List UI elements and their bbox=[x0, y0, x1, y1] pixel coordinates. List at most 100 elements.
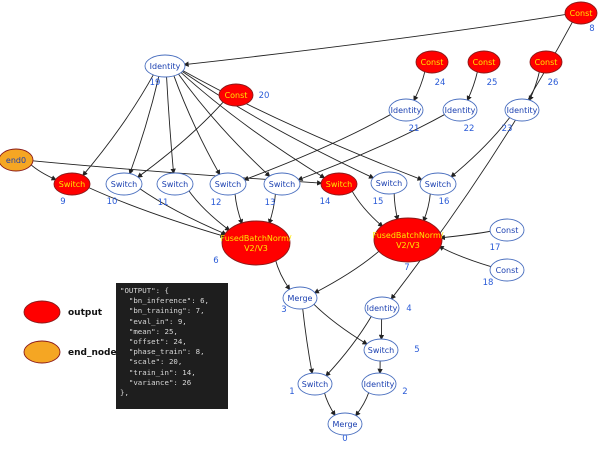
node-label: Const bbox=[225, 91, 248, 100]
node-shape bbox=[263, 172, 301, 196]
node-label: Const bbox=[473, 58, 496, 67]
code-line: "bn_training": 7, bbox=[120, 306, 205, 316]
node-label: end0 bbox=[6, 156, 26, 165]
node-label: Switch bbox=[111, 180, 137, 189]
node-shape bbox=[564, 1, 598, 25]
edges-layer bbox=[29, 13, 574, 417]
code-line: "phase_train": 8, bbox=[120, 347, 205, 357]
node-shape bbox=[361, 372, 397, 396]
node-index: 8 bbox=[589, 24, 594, 34]
edge-identity19-to-switch14 bbox=[179, 71, 326, 179]
node-label: Const bbox=[496, 226, 519, 235]
edge-switch15-to-fbn7 bbox=[393, 192, 400, 221]
node-switch16[interactable]: Switch 16 bbox=[419, 172, 457, 207]
node-const25[interactable]: Const 25 bbox=[467, 50, 501, 88]
edge-switch9-to-fbn6 bbox=[87, 186, 226, 238]
node-shape bbox=[144, 54, 186, 78]
node-index: 1 bbox=[289, 387, 294, 397]
node-shape bbox=[209, 172, 247, 196]
node-index: 25 bbox=[487, 78, 498, 88]
edge-const26-to-identity23 bbox=[528, 70, 541, 102]
edge-switch13-to-fbn6 bbox=[268, 193, 276, 225]
node-label: Identity bbox=[391, 106, 422, 115]
node-switch13[interactable]: Switch 13 bbox=[263, 172, 301, 208]
node-switch15[interactable]: Switch 15 bbox=[370, 171, 408, 207]
node-index: 12 bbox=[211, 198, 222, 208]
node-label: Switch bbox=[376, 179, 402, 188]
node-label: Switch bbox=[302, 380, 328, 389]
node-shape bbox=[529, 50, 563, 74]
node-shape bbox=[0, 148, 34, 172]
node-shape bbox=[489, 258, 525, 282]
edge-merge3-to-switch5 bbox=[312, 302, 368, 345]
node-shape bbox=[370, 171, 408, 195]
node-shape bbox=[504, 98, 540, 122]
edge-identity23-to-switch16 bbox=[450, 116, 511, 178]
node-shape bbox=[53, 172, 91, 196]
node-fbn6[interactable]: FusedBatchNorm/V2/V36 bbox=[213, 220, 292, 266]
edge-const18-to-fbn7 bbox=[438, 245, 493, 268]
edge-switch11-to-fbn6 bbox=[187, 189, 231, 232]
code-line: "scale": 20, bbox=[120, 357, 183, 367]
edge-identity19-to-switch15 bbox=[180, 70, 375, 179]
code-line: "mean": 25, bbox=[120, 326, 178, 336]
code-line: "bn_inference": 6, bbox=[120, 296, 209, 306]
legend-item-end-node: end_node bbox=[23, 340, 117, 364]
node-index: 21 bbox=[409, 124, 420, 134]
edge-const25-to-identity22 bbox=[466, 70, 479, 102]
node-index: 26 bbox=[548, 78, 559, 88]
node-index: 9 bbox=[60, 197, 65, 207]
edge-switch12-to-fbn6 bbox=[234, 192, 244, 225]
node-index: 13 bbox=[265, 198, 276, 208]
node-label: FusedBatchNorm/V2/V3 bbox=[221, 234, 292, 253]
edge-switch14-to-fbn7 bbox=[351, 189, 384, 228]
edge-identity19-to-switch13 bbox=[177, 72, 271, 177]
node-index: 24 bbox=[435, 78, 446, 88]
node-index: 16 bbox=[439, 197, 450, 207]
node-index: 18 bbox=[483, 278, 494, 288]
node-label: Switch bbox=[425, 180, 451, 189]
node-label: Switch bbox=[368, 346, 394, 355]
edge-const24-to-identity21 bbox=[413, 70, 426, 102]
node-label: Identity bbox=[507, 106, 538, 115]
edge-identity21-to-switch12 bbox=[243, 113, 393, 181]
node-shape bbox=[364, 296, 400, 320]
node-index: 15 bbox=[373, 197, 384, 207]
node-index: 17 bbox=[490, 243, 501, 253]
legend-swatch bbox=[23, 300, 61, 324]
node-const17[interactable]: Const 17 bbox=[489, 218, 525, 253]
node-switch1[interactable]: Switch 1 bbox=[289, 372, 333, 397]
node-shape bbox=[327, 412, 363, 436]
node-fbn7[interactable]: FusedBatchNorm/V2/V37 bbox=[373, 217, 444, 273]
output-json-panel: "OUTPUT": { "bn_inference": 6, "bn_train… bbox=[116, 283, 228, 409]
node-identity21[interactable]: Identity 21 bbox=[388, 98, 424, 134]
node-label: Identity bbox=[367, 304, 398, 313]
edge-fbn7-to-merge3 bbox=[313, 249, 382, 294]
node-label: Switch bbox=[269, 180, 295, 189]
edge-switch10-to-fbn6 bbox=[138, 187, 227, 236]
legend-item-output: output bbox=[23, 300, 103, 324]
edge-fbn6-to-merge3 bbox=[274, 258, 291, 291]
edge-const20-to-switch10 bbox=[136, 100, 225, 178]
node-shape bbox=[489, 218, 525, 242]
node-shape bbox=[373, 217, 443, 263]
node-end0[interactable]: end0 bbox=[0, 148, 34, 172]
